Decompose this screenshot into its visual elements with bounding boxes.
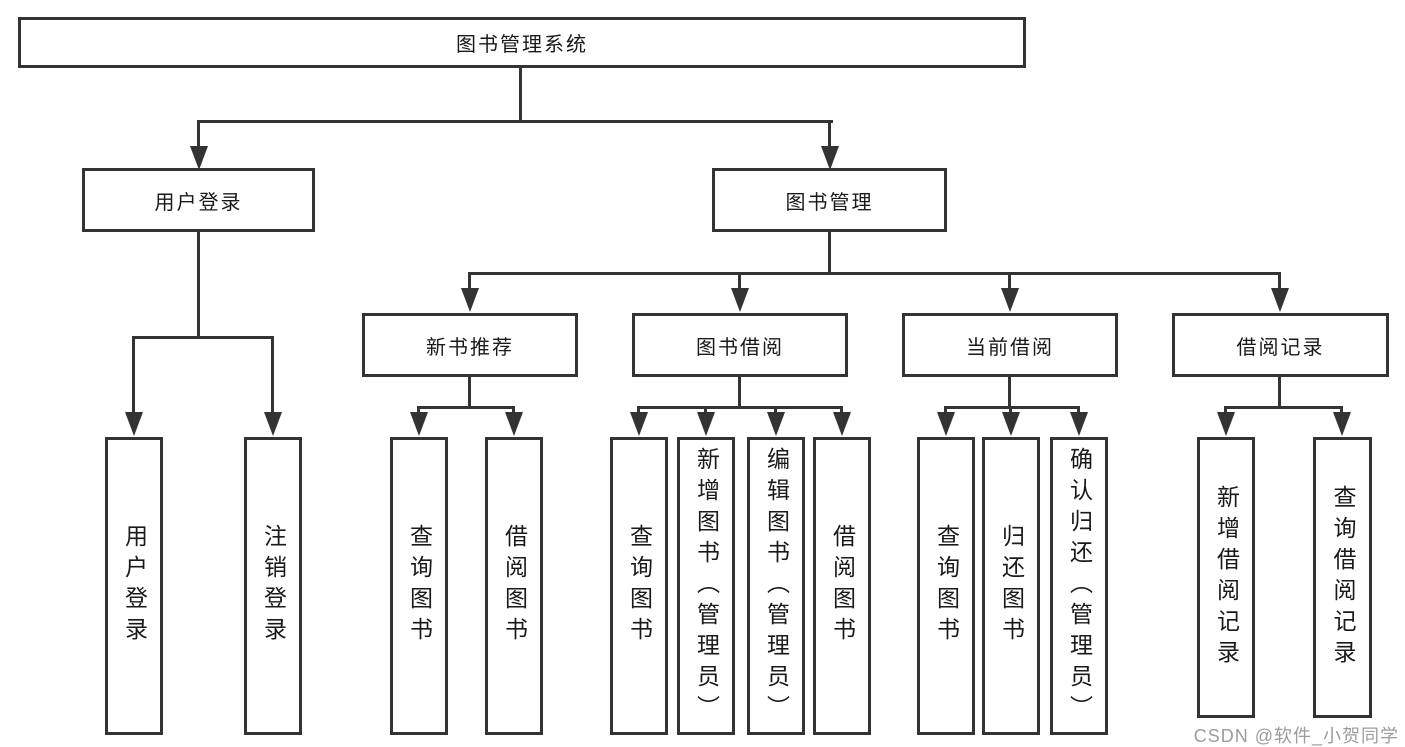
connector-line — [1278, 377, 1281, 409]
node-label: 新书推荐 — [426, 336, 514, 359]
node-label: 注销登录 — [260, 524, 287, 648]
node-borrowing-records: 借阅记录 — [1172, 313, 1389, 377]
connector-line — [417, 406, 515, 409]
arrowhead — [264, 412, 282, 436]
arrowhead — [731, 288, 749, 312]
node-label: 图书管理 — [785, 191, 874, 214]
node-new-book-recommendation: 新书推荐 — [362, 313, 578, 377]
connector-line — [512, 406, 515, 416]
connector-line — [637, 406, 843, 409]
connector-line — [828, 120, 831, 150]
leaf-edit-books-admin: 编辑图书（管理员） — [747, 437, 805, 735]
connector-line — [738, 377, 741, 409]
node-label: 查询图书 — [933, 524, 960, 648]
connector-line — [1224, 406, 1343, 409]
connector-line — [1077, 406, 1080, 416]
node-book-borrowing: 图书借阅 — [632, 313, 848, 377]
arrowhead — [1333, 412, 1351, 436]
connector-line — [468, 272, 1281, 275]
arrowhead — [937, 412, 955, 436]
node-label: 用户登录 — [154, 191, 243, 214]
arrowhead — [767, 412, 785, 436]
node-current-borrowing: 当前借阅 — [902, 313, 1118, 377]
arrowhead — [697, 412, 715, 436]
node-label: 查询借阅记录 — [1330, 484, 1356, 671]
connector-line — [738, 272, 741, 292]
node-label: 当前借阅 — [966, 336, 1054, 359]
arrowhead — [1271, 288, 1289, 312]
leaf-add-books-admin: 新增图书（管理员） — [677, 437, 735, 735]
connector-line — [1008, 272, 1011, 292]
connector-line — [944, 406, 947, 416]
connector-line — [519, 68, 522, 122]
connector-line — [1009, 406, 1012, 416]
arrowhead — [505, 412, 523, 436]
connector-line — [417, 406, 420, 416]
leaf-query-books-recommendation: 查询图书 — [390, 437, 448, 735]
connector-line — [271, 336, 274, 416]
arrowhead — [821, 146, 839, 170]
connector-line — [828, 232, 831, 275]
arrowhead — [1070, 412, 1088, 436]
node-label: 编辑图书（管理员） — [763, 446, 790, 726]
node-library-management-system: 图书管理系统 — [18, 17, 1026, 68]
node-label: 新增借阅记录 — [1213, 484, 1240, 671]
connector-line — [132, 336, 135, 416]
arrowhead — [833, 412, 851, 436]
arrowhead — [461, 288, 479, 312]
arrowhead — [630, 412, 648, 436]
leaf-query-borrowing-record: 查询借阅记录 — [1313, 437, 1372, 718]
leaf-user-login: 用户登录 — [105, 437, 163, 735]
node-label: 查询图书 — [406, 524, 433, 648]
connector-line — [197, 232, 200, 339]
node-label: 新增图书（管理员） — [693, 446, 720, 726]
node-label: 用户登录 — [121, 524, 148, 648]
connector-line — [132, 336, 274, 339]
node-book-management: 图书管理 — [712, 168, 947, 232]
node-label: 借阅图书 — [501, 524, 528, 648]
leaf-query-books-borrowing: 查询图书 — [610, 437, 668, 735]
node-user-login: 用户登录 — [82, 168, 315, 232]
connector-line — [637, 406, 640, 416]
connector-line — [840, 406, 843, 416]
arrowhead — [1001, 288, 1019, 312]
connector-line — [944, 406, 1080, 409]
connector-line — [197, 120, 833, 123]
node-label: 图书借阅 — [696, 336, 784, 359]
leaf-add-borrowing-record: 新增借阅记录 — [1197, 437, 1255, 718]
leaf-borrow-books: 借阅图书 — [813, 437, 871, 735]
connector-line — [1340, 406, 1343, 416]
connector-line — [1008, 377, 1011, 409]
leaf-confirm-return-admin: 确认归还（管理员） — [1050, 437, 1108, 735]
node-label: 查询图书 — [626, 524, 653, 648]
leaf-logout: 注销登录 — [244, 437, 302, 735]
connector-line — [1278, 272, 1281, 292]
arrowhead — [410, 412, 428, 436]
node-label: 借阅记录 — [1236, 336, 1325, 359]
node-label: 图书管理系统 — [456, 34, 588, 56]
arrowhead — [125, 412, 143, 436]
leaf-borrow-books-recommendation: 借阅图书 — [485, 437, 543, 735]
connector-line — [704, 406, 707, 416]
node-label: 归还图书 — [998, 524, 1025, 648]
node-label: 借阅图书 — [829, 524, 856, 648]
leaf-query-books-current: 查询图书 — [917, 437, 975, 735]
connector-line — [468, 272, 471, 292]
arrowhead — [1002, 412, 1020, 436]
node-label: 确认归还（管理员） — [1066, 446, 1093, 726]
leaf-return-books: 归还图书 — [982, 437, 1040, 735]
arrowhead — [190, 146, 208, 170]
arrowhead — [1217, 412, 1235, 436]
csdn-watermark: CSDN @软件_小贺同学 — [1193, 726, 1399, 746]
connector-line — [468, 377, 471, 409]
connector-line — [197, 120, 200, 150]
connector-line — [774, 406, 777, 416]
connector-line — [1224, 406, 1227, 416]
